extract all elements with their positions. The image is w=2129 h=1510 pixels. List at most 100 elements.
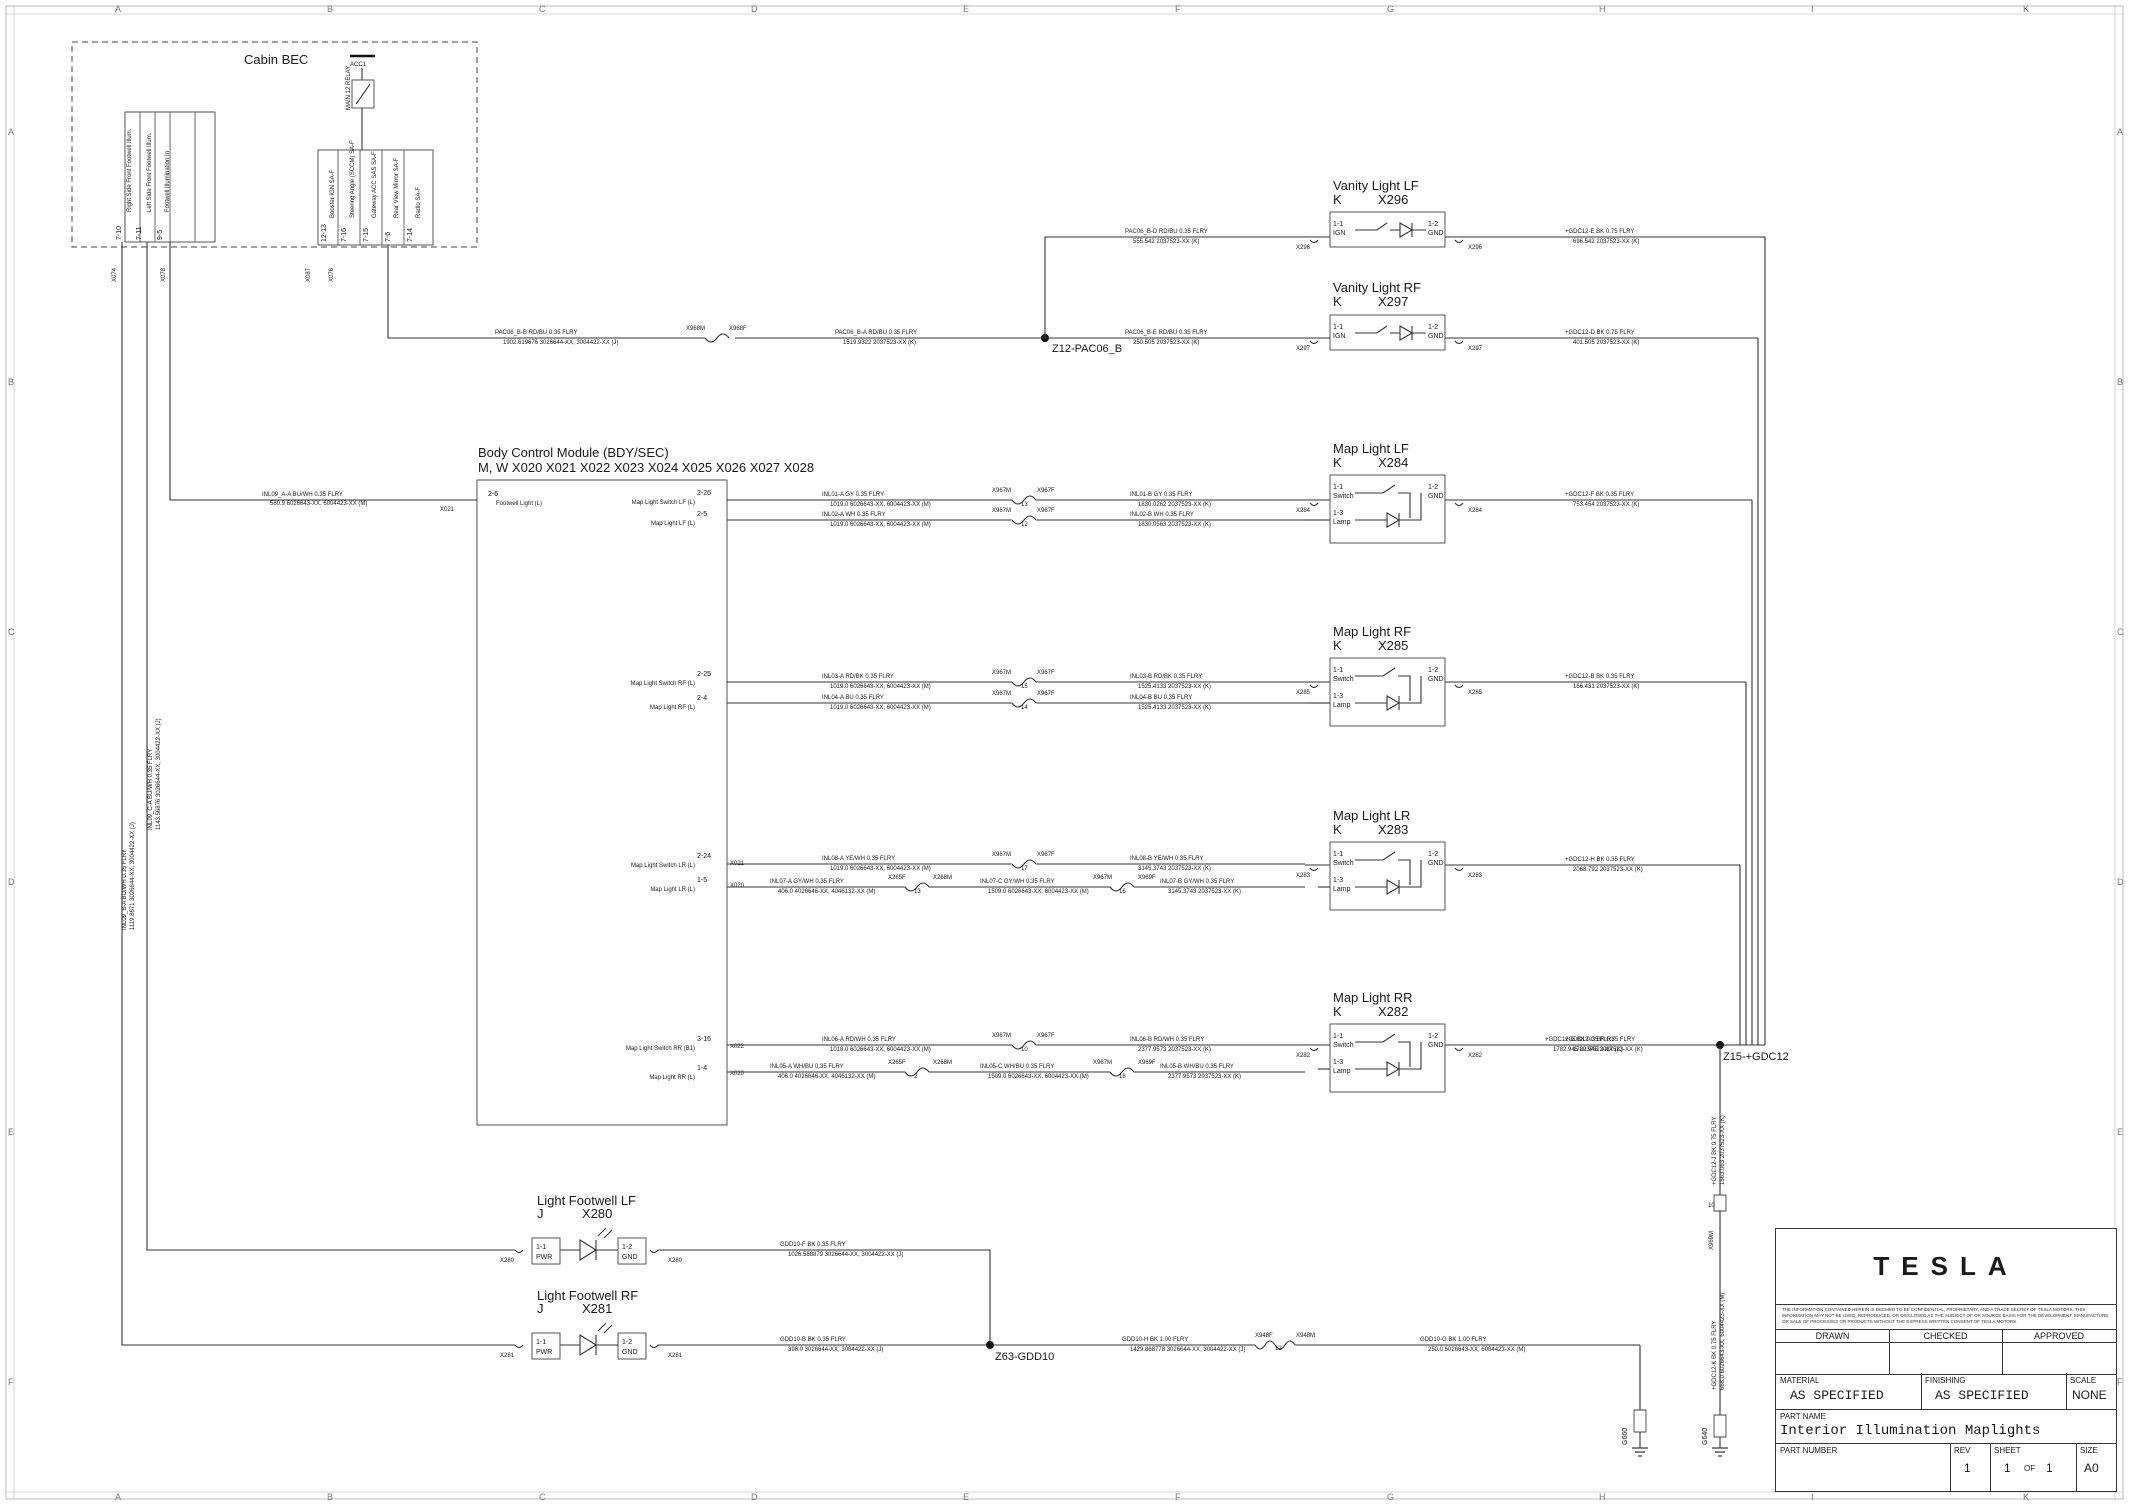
splice-z15-label: Z15-+GDC12 <box>1723 1051 1789 1063</box>
inline-x969f-label: X969F <box>1138 1060 1156 1066</box>
footwell-conn: X280 <box>582 1206 612 1221</box>
lamp-diode-icon <box>1355 1042 1422 1077</box>
inline-connector-x948 <box>1254 1340 1296 1350</box>
bec-right-pin-name: Booster IGN SA-F <box>330 169 336 218</box>
wire-label: INL01-A GY 0.35 FLRY <box>822 492 884 498</box>
grid-row-right-C: C <box>2117 627 2124 637</box>
component-title: Map Light RF <box>1333 624 1411 639</box>
inline-pin: 13 <box>1021 502 1028 508</box>
wire-spec: 1830.0563 2037523-XX (K) <box>1138 522 1211 528</box>
sheet-label: SHEET <box>1994 1446 2021 1455</box>
wire-spec: 1509.0 6026643-XX, 6004423-XX (M) <box>988 889 1089 895</box>
component-conn: X284 <box>1378 455 1408 470</box>
inline-connector-x968 <box>704 333 730 343</box>
inline-p12: 12 <box>1275 1346 1282 1352</box>
wire-spec: 406.0 4026646-XX, 4046132-XX (M) <box>778 1074 875 1080</box>
bec-right-pin: 12-13 <box>321 224 328 242</box>
wire-label: INL05-B WH/BU 0.35 FLRY <box>1160 1064 1234 1070</box>
inline-x967m-label: X967M <box>992 691 1011 697</box>
component-conn-stub: X283 <box>1296 873 1311 879</box>
lamp-diode-icon <box>1355 222 1426 238</box>
inline-x268m-label: X268M <box>933 1060 952 1066</box>
bcm-pin: 2-25 <box>697 671 711 678</box>
grid-row-right-E: E <box>2117 1127 2123 1137</box>
component-conn-stub: X285 <box>1296 690 1311 696</box>
wire-pac-a: PAC06_B-A RD/BU 0.35 FLRY <box>835 330 917 336</box>
wire-gdc-k-spec: 668.0 6026643-XX, 6004423-XX (M) <box>1720 1293 1726 1390</box>
bec-conn-left: X074 <box>112 267 118 282</box>
wire-ground-spec: 401.505 2037523-XX (K) <box>1573 340 1639 346</box>
size-value: A0 <box>2084 1461 2099 1475</box>
bcm-pin: 2-24 <box>697 853 711 860</box>
wire-gdc-j-spec: 1563.063 2037523-XX (K) <box>1720 1115 1726 1185</box>
inline-x967f-label: X967F <box>1037 1033 1055 1039</box>
grid-col-F: F <box>1175 4 1181 14</box>
bcm-conn-label: X022 <box>730 1044 745 1050</box>
inline-pin: 17 <box>1021 866 1028 872</box>
wire-spec: 1019.0 6026643-XX, 6004423-XX (M) <box>830 705 931 711</box>
wire-ground-spec: 696.542 2037523-XX (K) <box>1573 239 1639 245</box>
grid-row-D: D <box>8 877 15 887</box>
size-label: SIZE <box>2080 1446 2098 1455</box>
grid-row-B: B <box>8 377 14 387</box>
bec-right-pin-name: Radio SA-F <box>416 187 422 218</box>
wire-ground-spec: 1782.945 2037523-XX (K) <box>1573 1047 1643 1053</box>
component-conn-stub: X285 <box>1468 690 1483 696</box>
wire-label: INL01-B GY 0.35 FLRY <box>1130 492 1192 498</box>
inline-x969m <box>1713 1194 1727 1212</box>
footwell-title: Light Footwell LF <box>537 1193 636 1208</box>
bcm-pin-name: Map Light Switch RR (B1) <box>626 1046 695 1052</box>
inline-pin: 12 <box>1021 522 1028 528</box>
grid-row-right-F: F <box>2117 1377 2123 1387</box>
footwell-ground: Z63-GDD10 GDD10-F BK 0.35 FLRY 1026.5688… <box>680 1242 1648 1457</box>
wire-label: INL07-B GY/WH 0.35 FLRY <box>1160 879 1234 885</box>
grid-row-right-A: A <box>2117 127 2123 137</box>
bec-right-pin: 7-14 <box>407 228 414 242</box>
grid-col-bottom-G: G <box>1387 1492 1394 1502</box>
component-code: K <box>1333 294 1342 309</box>
inline-x969f-label: X969F <box>1138 875 1156 881</box>
component-conn: X283 <box>1378 822 1408 837</box>
wire-pac-b: PAC06_B-B RD/BU 0.35 FLRY <box>495 330 577 336</box>
title-block: TESLA THE INFORMATION CONTAINED HEREIN I… <box>1775 1228 2117 1492</box>
relay-label: MAIN 12 RELAY <box>346 66 352 110</box>
footwell-feed: INL09_A-A BU/WH 0.35 FLRY 580.9 6026643-… <box>121 268 515 1346</box>
component-pin: 1-1 <box>1333 484 1343 491</box>
component-pin-name: GND <box>1428 493 1444 500</box>
grid-col-I: I <box>1811 4 1814 14</box>
wire-gdc-k: +GDC12-K BK 0.75 FLRY <box>1712 1321 1718 1390</box>
component-conn-stub: X297 <box>1296 346 1311 352</box>
wire-gdc-g-spec: 1782.945 2037523-XX (K) <box>1553 1047 1623 1053</box>
wire-label: INL04-A BU 0.35 FLRY <box>822 695 884 701</box>
component-pin: 1-3 <box>1333 510 1343 517</box>
x948m-label: X948M <box>1296 1333 1315 1339</box>
bcm-pin-name: Map Light LF (L) <box>651 521 695 527</box>
component-pin-name: Lamp <box>1333 519 1351 526</box>
component-pin: 1-3 <box>1333 877 1343 884</box>
wire-label: INL08-A YE/WH 0.35 FLRY <box>822 856 895 862</box>
grid-row-E: E <box>8 1127 14 1137</box>
bcm-pin-name: Map Light RF (L) <box>650 705 695 711</box>
grid-col-bottom-H: H <box>1599 1492 1606 1502</box>
bcm-pin: 3-16 <box>697 1036 711 1043</box>
led-icon <box>560 1334 618 1356</box>
wire-pac-e: PAC06_B-E RD/BU 0.35 FLRY <box>1125 330 1207 336</box>
footwell-pin-name: GND <box>622 1349 638 1356</box>
footwell-pin-name: PWR <box>536 1349 552 1356</box>
inline-pin: 16 <box>1119 889 1126 895</box>
bcm-pin: 2-4 <box>697 695 707 702</box>
wire-label: INL03-A RD/BK 0.35 FLRY <box>822 674 894 680</box>
inline-pin: 10 <box>1021 1047 1028 1053</box>
wire-spec: 1509.0 6026643-XX, 6004423-XX (M) <box>988 1074 1089 1080</box>
component-pin: 1-1 <box>1333 221 1343 228</box>
cabin-bec-box <box>71 41 478 248</box>
splice-z12-label: Z12-PAC06_B <box>1052 343 1122 355</box>
wire-inl09: INL09_A-A BU/WH 0.35 FLRY <box>262 492 343 498</box>
x968m-label: X968M <box>686 326 705 332</box>
footwell-conn-stub: X280 <box>500 1258 515 1264</box>
